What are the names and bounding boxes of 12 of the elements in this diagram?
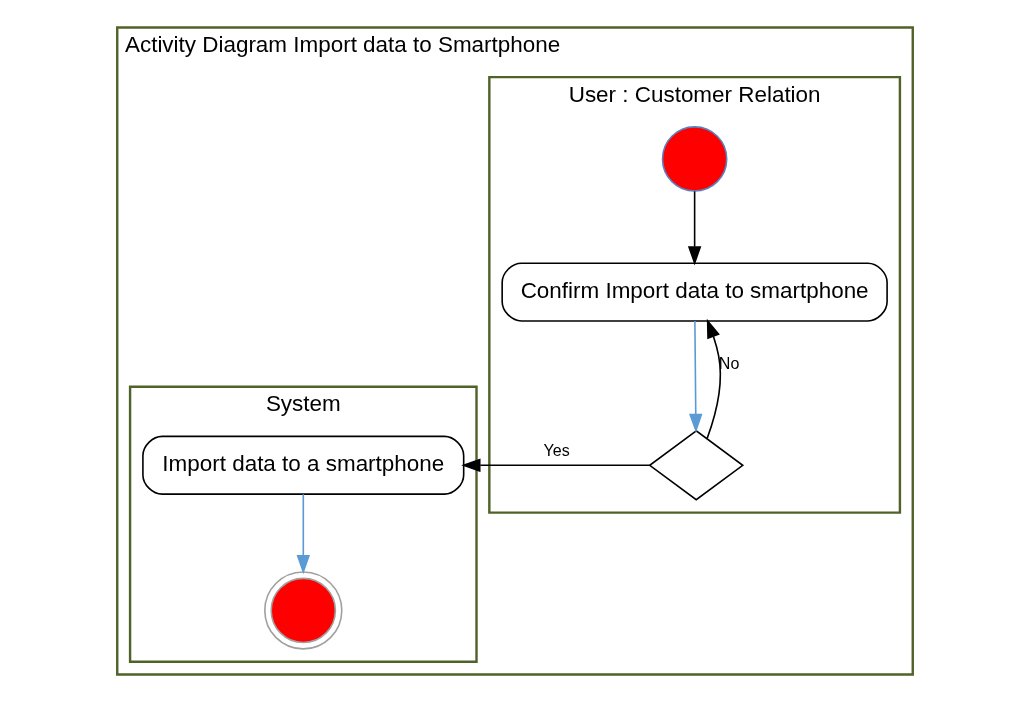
node-diamond — [648, 429, 745, 501]
edge-label: No — [718, 354, 740, 373]
arrow — [296, 493, 311, 575]
node-circle — [661, 126, 728, 192]
edge-label: Yes — [543, 440, 570, 459]
node-circle — [264, 571, 343, 650]
arrow — [689, 320, 703, 434]
node-box: Import data to a smartphone — [142, 435, 465, 495]
node-box: Confirm Import data to smartphone — [501, 262, 888, 322]
arrow — [706, 318, 722, 440]
arrow — [461, 458, 651, 472]
arrow — [687, 190, 702, 266]
